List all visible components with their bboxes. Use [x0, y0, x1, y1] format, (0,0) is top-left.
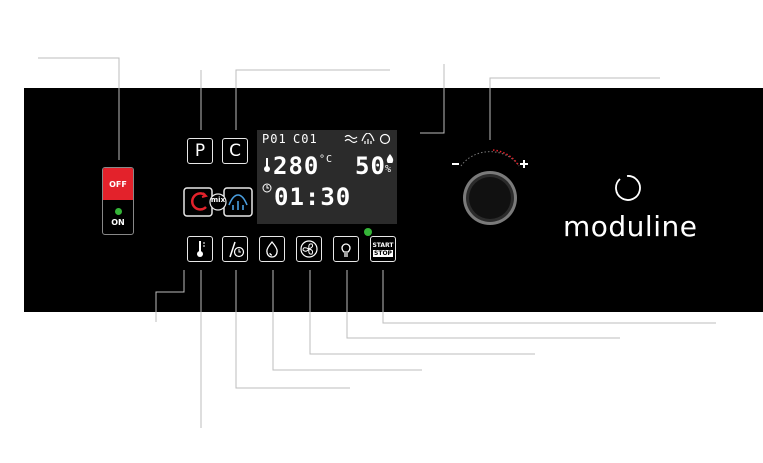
power-on-label: ON	[111, 217, 125, 227]
power-switch[interactable]: OFF ON	[102, 167, 134, 235]
stop-label: STOP	[373, 249, 393, 257]
mode-selector-graphic	[183, 187, 253, 217]
probe-clock-icon	[229, 241, 245, 258]
lcd-display: P01 C01 280 °C 50 % 01:30	[257, 130, 397, 224]
convection-icon	[191, 192, 207, 211]
mix-label: mix	[210, 196, 226, 204]
start-stop-button[interactable]: START STOP	[370, 236, 396, 262]
clock-icon	[262, 183, 272, 193]
start-led	[364, 228, 372, 236]
callout-line-humidity	[272, 290, 422, 371]
thermometer-icon	[197, 241, 205, 257]
humidity-button[interactable]	[259, 236, 285, 262]
mode-selector[interactable]: mix	[183, 187, 253, 217]
program-code: P01	[262, 132, 287, 146]
power-off-label: OFF	[103, 168, 133, 200]
lamp-icon	[341, 243, 351, 257]
clean-button[interactable]: C	[222, 138, 248, 164]
fan-icon	[300, 240, 318, 258]
core-temp-button[interactable]	[187, 236, 213, 262]
start-label: START	[372, 241, 394, 249]
plus-icon	[520, 160, 528, 168]
temperature-value: 280	[273, 152, 320, 180]
water-drop-icon	[266, 241, 278, 258]
steam-mode-icon	[361, 133, 375, 144]
control-dial[interactable]	[445, 140, 535, 230]
power-led	[114, 207, 122, 215]
fan-mode-icon	[379, 133, 391, 145]
cycle-code: C01	[293, 132, 318, 146]
program-button[interactable]: P	[187, 138, 213, 164]
humidity-unit: %	[385, 164, 393, 175]
thermometer-icon	[264, 158, 270, 172]
fan-speed-button[interactable]	[296, 236, 322, 262]
probe-timer-button[interactable]	[222, 236, 248, 262]
callout-line-probe-timer	[235, 290, 350, 389]
convection-mode-icon	[344, 134, 358, 144]
steam-icon	[228, 194, 248, 210]
mode-indicators	[344, 133, 391, 145]
brand-name: moduline	[563, 210, 698, 243]
brand-logo-icon	[615, 175, 641, 201]
humidity-value: 50	[355, 152, 386, 180]
timer-value: 01:30	[274, 183, 352, 211]
humidity-drop-icon	[386, 154, 394, 163]
temperature-unit: °C	[319, 154, 334, 165]
light-button[interactable]	[333, 236, 359, 262]
